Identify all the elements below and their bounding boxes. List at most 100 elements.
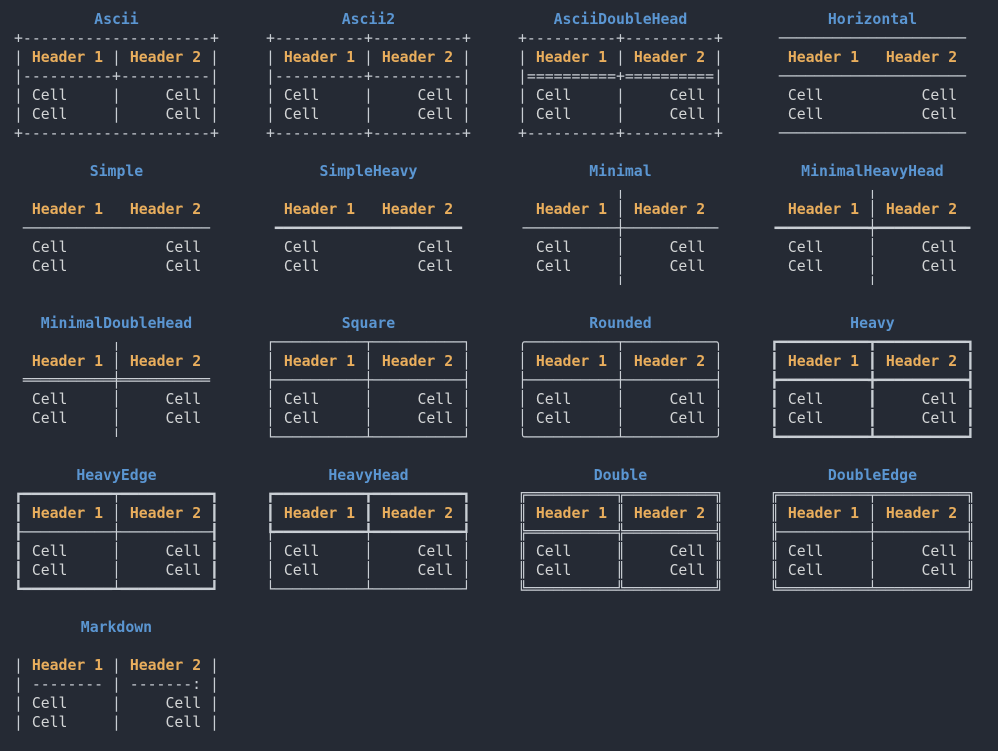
- border-chars: ╵: [770, 277, 975, 294]
- table-line: Header 1 Header 2: [14, 200, 219, 219]
- table-line: ║ Cell ║ Cell ║: [518, 542, 723, 561]
- cell-text: Cell: [787, 391, 824, 408]
- table-line: ─────────────────────: [770, 124, 975, 143]
- table-line: +---------------------+: [14, 29, 219, 48]
- border-chars: └──────────┴──────────┘: [266, 581, 471, 598]
- cell-text: Cell: [669, 543, 706, 560]
- table-line: ─────────────────────: [770, 29, 975, 48]
- table-line: Cell │ Cell: [770, 257, 975, 276]
- table-line: │ Cell │ Cell │: [266, 561, 471, 580]
- cell-text: Cell: [535, 87, 572, 104]
- border-chars: │: [453, 353, 471, 370]
- table-line: ┠──────────┼──────────┨: [14, 523, 219, 542]
- cell-text: Cell: [669, 391, 706, 408]
- cell-text: Cell: [921, 258, 958, 275]
- header-text: Header 2: [633, 49, 706, 66]
- border-chars: |: [266, 87, 284, 104]
- table-style-title: Square: [341, 315, 396, 332]
- header-text: Header 1: [283, 505, 356, 522]
- border-chars: [67, 239, 165, 256]
- border-chars: [14, 353, 32, 370]
- border-chars: [201, 258, 219, 275]
- border-chars: |: [266, 49, 284, 66]
- border-chars: [770, 201, 788, 218]
- header-text: Header 2: [129, 353, 202, 370]
- cell-text: Cell: [921, 106, 958, 123]
- border-chars: [266, 258, 284, 275]
- table-style-title: Ascii: [94, 11, 139, 28]
- border-chars: ╷: [14, 334, 219, 351]
- border-chars: ║: [770, 543, 788, 560]
- border-chars: |: [14, 714, 32, 731]
- cell-text: Cell: [669, 258, 706, 275]
- table-block-square: Square┌──────────┬──────────┐│ Header 1 …: [266, 314, 471, 466]
- table-line: ┃ Cell │ Cell ┃: [14, 561, 219, 580]
- table-line: [266, 181, 471, 200]
- border-chars: |: [201, 657, 219, 674]
- table-line: ║ Cell │ Cell ║: [770, 542, 975, 561]
- border-chars: │: [823, 239, 922, 256]
- border-chars: ╔══════════╦══════════╗: [518, 486, 723, 503]
- table-line: ├──────────┼──────────┤: [266, 371, 471, 390]
- border-chars: ┃: [957, 353, 975, 370]
- table-block-markdown: Markdown| Header 1 | Header 2 || -------…: [14, 618, 219, 751]
- table-style-title: Markdown: [80, 619, 153, 636]
- table-line: └──────────┴──────────┘: [266, 428, 471, 447]
- border-chars: │: [266, 543, 284, 560]
- border-chars: [770, 49, 788, 66]
- border-chars: │: [453, 562, 471, 579]
- table-line: ─────────────────────: [14, 219, 219, 238]
- table-line: ┃ Cell ┃ Cell ┃: [770, 390, 975, 409]
- border-chars: ┃: [266, 505, 284, 522]
- border-chars: [453, 201, 471, 218]
- table-line: Header 1 │ Header 2: [518, 200, 723, 219]
- table-line: │ Cell │ Cell │: [518, 390, 723, 409]
- border-chars: |: [453, 87, 471, 104]
- table-line: Cell Cell: [266, 257, 471, 276]
- table-style-title: MinimalDoubleHead: [40, 315, 193, 332]
- cell-text: Cell: [165, 695, 202, 712]
- border-chars: [201, 201, 219, 218]
- border-chars: [266, 201, 284, 218]
- border-chars: ├──────────┼──────────┤: [518, 372, 723, 389]
- border-chars: [518, 239, 536, 256]
- border-chars: ─────────────────────: [770, 30, 975, 47]
- table-line: │ Header 1 │ Header 2 │: [518, 352, 723, 371]
- border-chars: ┃: [201, 543, 219, 560]
- border-chars: ┣━━━━━━━━━━╋━━━━━━━━━━┫: [770, 372, 975, 389]
- border-chars: |: [67, 695, 166, 712]
- border-chars: │: [67, 410, 166, 427]
- cell-text: Cell: [669, 562, 706, 579]
- header-text: Header 2: [633, 505, 706, 522]
- table-line: ╵: [770, 276, 975, 295]
- table-line: ══════════╪══════════: [14, 371, 219, 390]
- table-line: | Cell | Cell |: [518, 105, 723, 124]
- border-chars: ╚══════════╧══════════╝: [770, 581, 975, 598]
- border-chars: ┡━━━━━━━━━━╇━━━━━━━━━━┩: [266, 524, 471, 541]
- border-chars: │: [453, 410, 471, 427]
- cell-text: Cell: [417, 239, 454, 256]
- border-chars: │: [571, 258, 670, 275]
- table-block-doubleedge: DoubleEdge╔══════════╤══════════╗║ Heade…: [770, 466, 975, 618]
- border-chars: │: [823, 562, 922, 579]
- border-chars: |: [103, 657, 130, 674]
- border-chars: ║: [705, 562, 723, 579]
- cell-text: Cell: [787, 239, 824, 256]
- cell-text: Cell: [921, 410, 958, 427]
- table-block-rounded: Rounded╭──────────┬──────────╮│ Header 1…: [518, 314, 723, 466]
- border-chars: ╭──────────┬──────────╮: [518, 334, 723, 351]
- header-text: Header 1: [787, 505, 860, 522]
- border-chars: ┏━━━━━━━━━━┯━━━━━━━━━━┓: [14, 486, 219, 503]
- border-chars: │: [571, 239, 670, 256]
- cell-text: Cell: [535, 239, 572, 256]
- cell-text: Cell: [921, 391, 958, 408]
- border-chars: │: [705, 391, 723, 408]
- border-chars: ══════════╪══════════: [14, 372, 219, 389]
- border-chars: |: [201, 106, 219, 123]
- border-chars: [770, 239, 788, 256]
- table-line: [14, 732, 219, 751]
- border-chars: +---------------------+: [14, 30, 219, 47]
- border-chars: [518, 201, 536, 218]
- cell-text: Cell: [921, 543, 958, 560]
- border-chars: |----------+----------|: [266, 68, 471, 85]
